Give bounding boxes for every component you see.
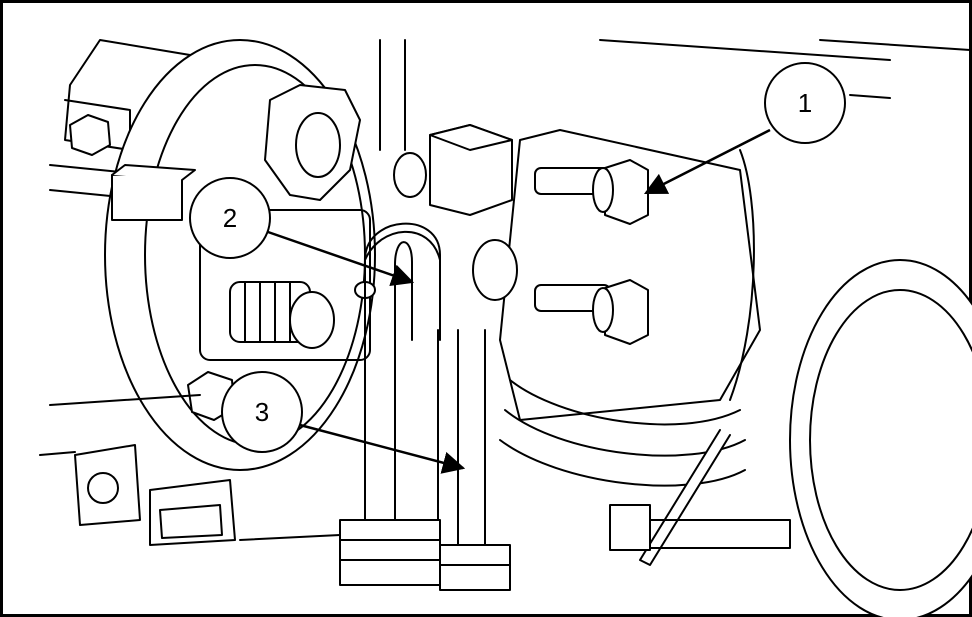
callout-3-label: 3 [255, 397, 269, 427]
callout-1-label: 1 [798, 88, 812, 118]
clamp-strap [639, 429, 731, 566]
lower-shaft-lines [39, 394, 341, 541]
tube-end-fitting-right [439, 544, 511, 591]
lower-bracket [149, 479, 236, 546]
clip-block-top [111, 164, 196, 181]
bent-tube [364, 222, 441, 521]
bent-tube-edge [364, 230, 441, 261]
housing-top-lines [599, 39, 971, 99]
callout-1-arrow [643, 128, 771, 195]
bracket-nut [69, 114, 111, 156]
flange-ear-hole [295, 112, 341, 178]
callout-2-circle [189, 177, 271, 259]
tube-fitting-top [429, 124, 513, 151]
flange-bolt-head [289, 291, 335, 349]
callout-2: 2 [189, 177, 415, 286]
housing-bolt-2-head [604, 279, 649, 345]
clamp-band-upper [509, 379, 741, 426]
tube-end-fitting-left-ribs [339, 539, 441, 561]
callout-1: 1 [643, 62, 846, 195]
tube-fitting-knob [393, 152, 427, 198]
lower-left-mount-hole [87, 472, 119, 504]
rear-shaft [379, 39, 406, 151]
callout-2-arrow [267, 230, 415, 286]
housing-bolt-1-head [604, 159, 649, 225]
clamp-screw-rod [649, 519, 791, 549]
pipe-bend [729, 149, 755, 401]
callout-3-circle [221, 371, 303, 453]
clip-block [111, 174, 183, 221]
callout-1-circle [764, 62, 846, 144]
tube-end-fitting-left [339, 519, 441, 586]
callout-3-arrow [299, 423, 466, 474]
straight-tube [437, 329, 486, 546]
clamp-screw-block [609, 504, 651, 551]
right-cylinder [789, 259, 972, 617]
callout-2-label: 2 [223, 203, 237, 233]
housing-bolt-1-washer [592, 167, 614, 213]
clamp-band-lower [499, 439, 746, 487]
line-art [39, 39, 972, 617]
tube-fitting-nut [472, 239, 518, 301]
right-cylinder-ring [809, 289, 972, 591]
lower-bracket-inner [159, 504, 223, 539]
callout-3: 3 [221, 371, 466, 474]
flange-bolt-threads [244, 281, 291, 343]
housing-bolt-2-washer [592, 287, 614, 333]
